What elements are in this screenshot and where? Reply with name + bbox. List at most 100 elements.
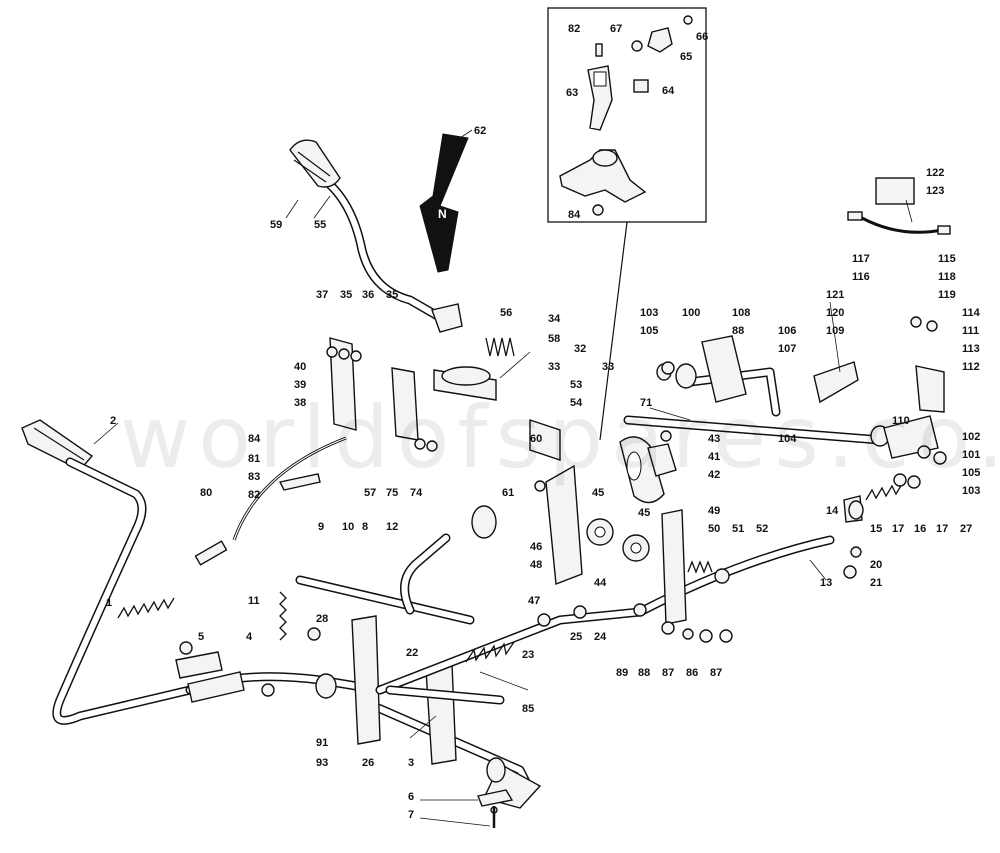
part-label: 13 <box>820 577 832 589</box>
part-label: 60 <box>530 433 542 445</box>
part-label: 23 <box>522 649 534 661</box>
part-label: 107 <box>778 343 796 355</box>
part-label: 88 <box>732 325 744 337</box>
part-label: 87 <box>710 667 722 679</box>
part-label: 120 <box>826 307 844 319</box>
part-label: 91 <box>316 737 328 749</box>
part-label: 44 <box>594 577 607 589</box>
part-label: 117 <box>852 253 870 265</box>
part-label: 26 <box>362 757 374 769</box>
part-label: 27 <box>960 523 972 535</box>
gear-plate-letter: N <box>438 207 447 221</box>
part-label: 28 <box>316 613 328 625</box>
part-label: 57 <box>364 487 376 499</box>
part-label: 108 <box>732 307 750 319</box>
part-label: 54 <box>570 397 583 409</box>
part-label: 111 <box>962 325 979 337</box>
part-label: 109 <box>826 325 844 337</box>
part-label: 11 <box>248 595 260 607</box>
part-label: 45 <box>638 507 650 519</box>
leader-lines <box>93 129 913 827</box>
part-label: 25 <box>570 631 582 643</box>
part-label: 123 <box>926 185 944 197</box>
part-label: 24 <box>594 631 607 643</box>
part-label: 35 <box>340 289 352 301</box>
part-label: 46 <box>530 541 542 553</box>
part-label: 37 <box>316 289 328 301</box>
part-label: 47 <box>528 595 540 607</box>
part-label: 32 <box>574 343 586 355</box>
part-label: 3 <box>408 757 414 769</box>
part-label: 82 <box>248 489 260 501</box>
part-label: 113 <box>962 343 980 355</box>
part-label: 86 <box>686 667 698 679</box>
part-label: 66 <box>696 31 708 43</box>
part-label: 14 <box>826 505 839 517</box>
part-label: 74 <box>410 487 423 499</box>
part-label: 65 <box>680 51 692 63</box>
part-label: 39 <box>294 379 306 391</box>
part-label: 115 <box>938 253 956 265</box>
part-label: 84 <box>568 209 581 221</box>
part-label: 17 <box>892 523 904 535</box>
part-label: 80 <box>200 487 212 499</box>
part-label: 112 <box>962 361 980 373</box>
part-label: 62 <box>474 125 486 137</box>
part-label: 45 <box>592 487 604 499</box>
part-label: 105 <box>962 467 980 479</box>
part-label: 35 <box>386 289 398 301</box>
part-label: 119 <box>938 289 956 301</box>
part-label: 5 <box>198 631 204 643</box>
part-label: 64 <box>662 85 675 97</box>
part-label: 103 <box>962 485 980 497</box>
part-label: 75 <box>386 487 398 499</box>
part-label: 12 <box>386 521 398 533</box>
springs <box>279 337 903 663</box>
part-label: 83 <box>248 471 260 483</box>
part-label: 1 <box>106 597 112 609</box>
part-label: 33 <box>548 361 560 373</box>
part-label: 87 <box>662 667 674 679</box>
wire-harness-part <box>847 177 951 235</box>
part-label: 93 <box>316 757 328 769</box>
part-label: 16 <box>914 523 926 535</box>
part-label: 84 <box>248 433 261 445</box>
part-label: 71 <box>640 397 652 409</box>
part-label: 17 <box>936 523 948 535</box>
part-label: 40 <box>294 361 306 373</box>
part-label: 38 <box>294 397 306 409</box>
part-label: 9 <box>318 521 324 533</box>
part-label: 58 <box>548 333 560 345</box>
part-label: 52 <box>756 523 768 535</box>
gear-plate-part: N <box>419 133 469 273</box>
part-label: 2 <box>110 415 116 427</box>
center-bracket-part <box>329 335 945 625</box>
part-label: 50 <box>708 523 720 535</box>
part-label: 82 <box>568 23 580 35</box>
part-label: 105 <box>640 325 658 337</box>
part-label: 21 <box>870 577 882 589</box>
part-label: 106 <box>778 325 796 337</box>
part-label: 53 <box>570 379 582 391</box>
part-label: 101 <box>962 449 980 461</box>
part-label: 20 <box>870 559 882 571</box>
part-label: 100 <box>682 307 700 319</box>
part-label: 103 <box>640 307 658 319</box>
part-label: 116 <box>852 271 870 283</box>
part-label: 33 <box>602 361 614 373</box>
pedal-part <box>21 419 195 725</box>
part-label: 15 <box>870 523 882 535</box>
part-label: 81 <box>248 453 260 465</box>
part-label: 22 <box>406 647 418 659</box>
part-label: 85 <box>522 703 534 715</box>
cable-part <box>117 436 347 619</box>
part-label: 59 <box>270 219 282 231</box>
part-label: 102 <box>962 431 980 443</box>
gear-lever-part <box>289 139 463 333</box>
part-label: 36 <box>362 289 374 301</box>
part-label: 114 <box>962 307 981 319</box>
part-labels: 82 67 66 65 63 64 84 62 59 55 37 35 36 3… <box>106 23 981 821</box>
inset-detail-box <box>547 7 707 441</box>
